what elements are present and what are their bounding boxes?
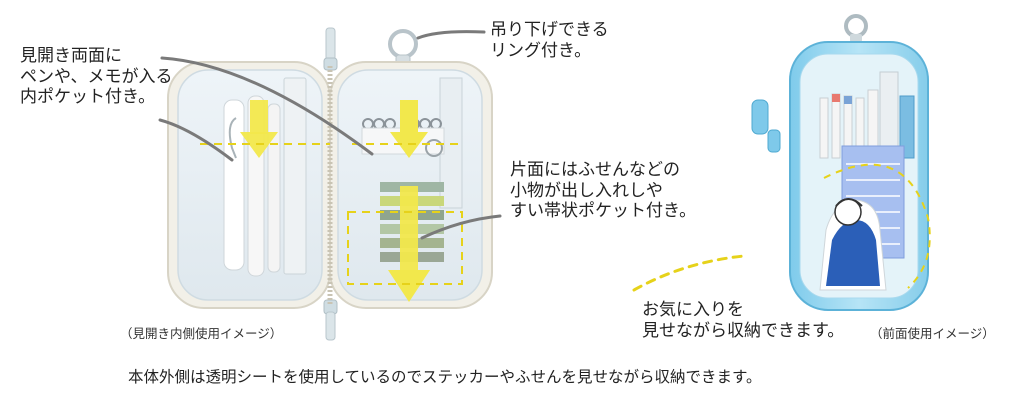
bottom-caption: 本体外側は透明シートを使用しているのでステッカーやふせんを見せながら収納できます… bbox=[128, 368, 762, 386]
open-usage-label: （見開き内側使用イメージ） bbox=[120, 326, 283, 341]
callout-lines bbox=[158, 30, 746, 292]
ring-annotation-line2: リング付き。 bbox=[490, 40, 592, 61]
band-pocket-line2: 小物が出し入れしや bbox=[510, 180, 663, 201]
inner-pocket-line2: ペンや、メモが入る bbox=[20, 66, 173, 87]
front-view-annotation: お気に入りを 見せながら収納できます。 bbox=[642, 300, 844, 341]
front-view-line1: お気に入りを bbox=[642, 300, 744, 320]
inner-pocket-line1: 見開き両面に bbox=[20, 46, 122, 66]
inner-pocket-line3: 内ポケット付き。 bbox=[20, 87, 156, 108]
front-usage-label: （前面使用イメージ） bbox=[870, 326, 995, 341]
band-pocket-annotation: 片面にはふせんなどの 小物が出し入れしや すい帯状ポケット付き。 bbox=[510, 160, 696, 222]
sticker-illustration bbox=[819, 198, 887, 291]
inner-pocket-annotation: 見開き両面に ペンや、メモが入る 内ポケット付き。 bbox=[20, 46, 173, 108]
band-pocket-line3: すい帯状ポケット付き。 bbox=[510, 201, 697, 222]
front-view-line2: 見せながら収納できます。 bbox=[642, 320, 845, 341]
band-pocket-line1: 片面にはふせんなどの bbox=[510, 160, 680, 180]
front-pencil-case bbox=[751, 14, 931, 311]
open-pencil-case bbox=[167, 27, 493, 341]
hanging-ring bbox=[388, 29, 418, 59]
ring-annotation-line1: 吊り下げできる bbox=[490, 20, 609, 40]
ring-annotation: 吊り下げできる リング付き。 bbox=[490, 20, 609, 61]
